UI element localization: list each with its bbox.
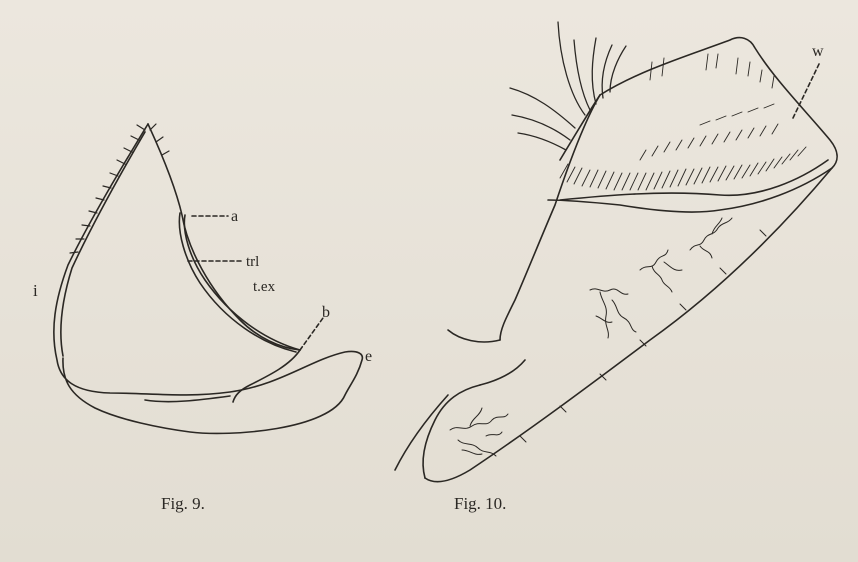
- fig10-drawing: [395, 22, 837, 482]
- fig9-label-i: i: [33, 281, 38, 300]
- fig9-label-e: e: [365, 348, 372, 365]
- fig10-caption: Fig. 10.: [454, 494, 506, 513]
- fig9-label-a: a: [231, 208, 238, 225]
- fig9-label-tex: t.ex: [253, 279, 276, 295]
- fig9-caption: Fig. 9.: [161, 494, 205, 513]
- fig10-label-w: w: [812, 43, 824, 60]
- fig9-drawing: [54, 124, 363, 433]
- fig9-label-trl: trl: [246, 254, 259, 270]
- fig9-label-b: b: [322, 304, 330, 321]
